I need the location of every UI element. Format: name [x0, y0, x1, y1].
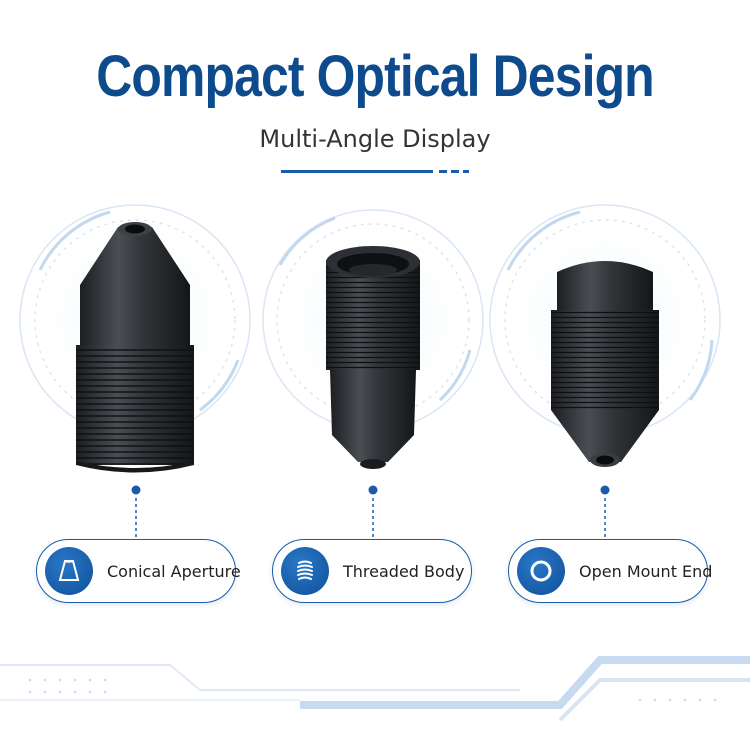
ring-icon [517, 547, 565, 595]
lens-view-open-mount [326, 246, 420, 469]
page-subtitle: Multi-Angle Display [259, 125, 491, 153]
page-title: Compact Optical Design [96, 44, 654, 109]
connector-left [131, 485, 141, 540]
bottom-tech-lines [0, 656, 750, 722]
bottom-dot-grid [28, 678, 717, 702]
feature-label: Conical Aperture [107, 561, 241, 581]
feature-conical-aperture: Conical Aperture [36, 539, 241, 603]
cone-icon [45, 547, 93, 595]
thread-icon [281, 547, 329, 595]
feature-label: Open Mount End [579, 561, 713, 581]
feature-open-mount-end: Open Mount End [508, 539, 712, 603]
feature-threaded-body: Threaded Body [272, 539, 472, 603]
connector-center [368, 485, 378, 540]
connector-right [600, 485, 610, 540]
feature-label: Threaded Body [343, 561, 465, 581]
lens-view-cone-up [76, 222, 194, 473]
title-divider [281, 170, 469, 173]
lens-view-cone-down [551, 261, 659, 467]
